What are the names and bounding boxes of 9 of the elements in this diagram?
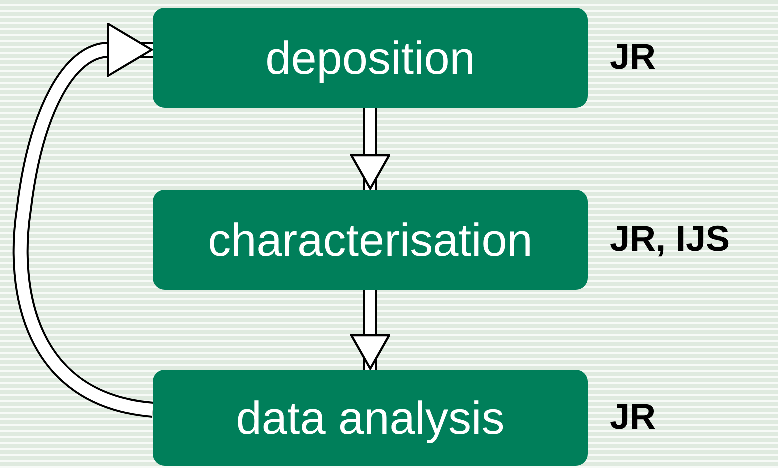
process-box: characterisation — [153, 190, 588, 290]
initials-label: JR — [610, 36, 656, 78]
hollow-arrow — [12, 23, 154, 418]
initials-label: JR, IJS — [610, 218, 730, 260]
hollow-arrow — [350, 290, 390, 370]
process-box: data analysis — [153, 370, 588, 466]
process-box: deposition — [153, 8, 588, 108]
initials-label: JR — [610, 396, 656, 438]
hollow-arrow — [350, 108, 390, 190]
